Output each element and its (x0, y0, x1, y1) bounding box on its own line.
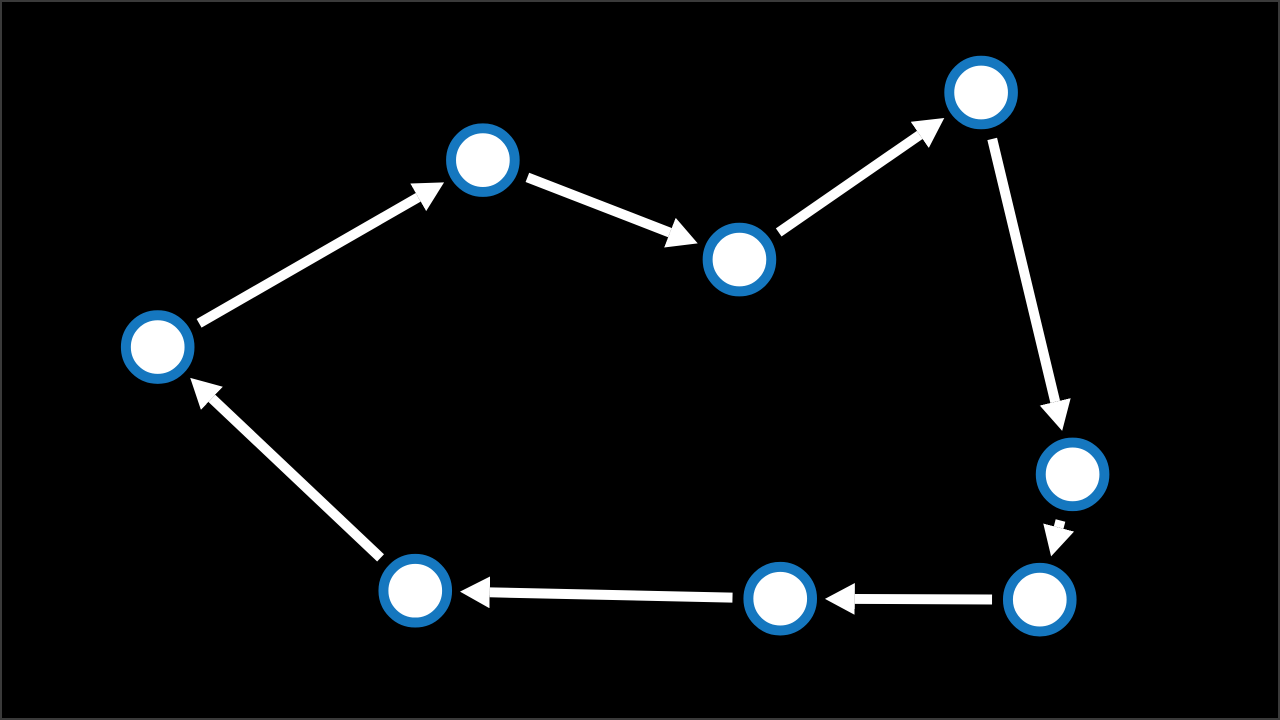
graph-edge-node-top-right-to-node-right (987, 137, 1071, 431)
graph-node-right (1035, 437, 1110, 512)
graph-edge-node-middle-to-node-top-right (775, 117, 945, 237)
graph-edge-node-right-to-node-bottom-right (1043, 519, 1075, 557)
graph-edge-node-bottom-right-to-node-bottom-middle (824, 583, 993, 615)
graph-node-bottom-middle (743, 561, 818, 636)
graph-edge-node-upper-left-to-node-middle (525, 172, 698, 248)
graph-node-top-right (944, 55, 1018, 130)
graph-node-bottom-left (378, 553, 453, 628)
graph-node-upper-left (446, 123, 520, 197)
graph-node-bottom-right (1002, 562, 1077, 637)
graph-node-left (120, 310, 195, 384)
graph-edge-node-left-to-node-upper-left (196, 182, 445, 328)
graph-edge-node-bottom-middle-to-node-bottom-left (459, 576, 733, 609)
graph-node-middle (702, 222, 777, 297)
graph-edge-node-bottom-left-to-node-left (190, 377, 384, 562)
